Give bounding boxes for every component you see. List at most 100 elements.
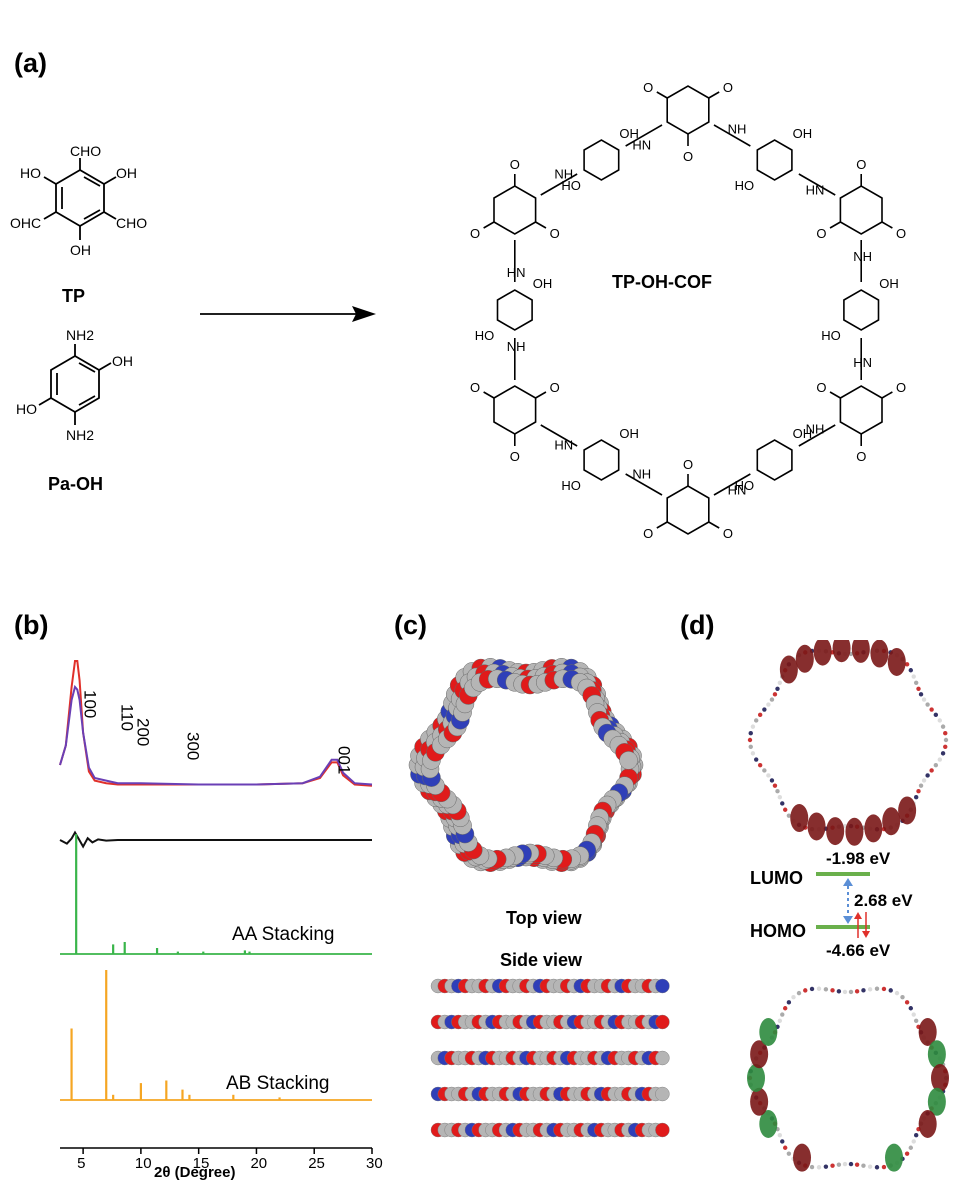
oxygen-atom: O <box>470 380 480 395</box>
orbital-atom <box>888 988 893 993</box>
hydroxyl-group: OH <box>619 126 639 141</box>
side-view-model <box>430 978 670 1138</box>
nh-group: HN <box>728 483 747 498</box>
orbital-atom <box>757 712 763 718</box>
carbonyl-bond <box>535 391 547 399</box>
side-view-atom <box>655 978 670 994</box>
orbital-atom <box>777 795 783 800</box>
orbital-lobe <box>779 655 798 684</box>
orbital-lobe <box>882 807 901 836</box>
orbital-lobe <box>759 1018 778 1046</box>
hydroxyl-group: OH <box>533 276 553 291</box>
orbital-lobe <box>887 647 906 676</box>
orbital-lobe <box>807 812 826 841</box>
orbital-atom <box>937 718 943 723</box>
paoh-group-1: NH2 <box>66 327 94 343</box>
oxygen-atom: O <box>510 449 520 464</box>
hydroxyl-group: HO <box>475 328 495 343</box>
carbonyl-bond <box>829 391 841 399</box>
paoh-name: Pa-OH <box>48 474 103 494</box>
orbital-atom <box>748 744 753 749</box>
orbital-atom <box>929 707 934 712</box>
orbital-atom <box>881 986 887 992</box>
nh-group: NH <box>507 339 526 354</box>
nh-group: NH <box>728 122 747 137</box>
imine-bond <box>540 424 578 447</box>
reaction-arrow <box>200 306 376 322</box>
space-filling-views <box>408 658 670 1138</box>
orbital-atom <box>750 751 756 756</box>
orbital-atom <box>854 1162 860 1167</box>
orbital-atom <box>836 1162 842 1167</box>
homo-value: -4.66 eV <box>826 941 891 960</box>
orbital-atom <box>867 1164 873 1169</box>
diamine-ring <box>843 289 880 331</box>
orbital-atom <box>861 1163 866 1168</box>
orbital-lobe <box>747 1064 765 1092</box>
hydroxyl-group: OH <box>619 426 639 441</box>
xrd-tick-label-4: 25 <box>308 1155 325 1172</box>
core-ring <box>839 185 883 235</box>
core-ring <box>666 85 710 135</box>
xrd-series-1 <box>59 684 373 786</box>
orbital-atom <box>823 1164 829 1169</box>
oxygen-atom: O <box>723 80 733 95</box>
orbital-lobe <box>870 640 889 668</box>
orbital-atom <box>908 1006 914 1011</box>
core-ring <box>666 485 710 535</box>
orbital-lobe <box>918 1110 937 1138</box>
carbonyl-bond <box>483 391 495 399</box>
carbonyl-bond <box>656 91 668 99</box>
top-view-atom <box>619 751 638 770</box>
xrd-peak-label-4: 001 <box>335 746 354 774</box>
orbital-atom <box>911 1139 916 1144</box>
orbital-atom <box>848 989 854 995</box>
orbital-atom <box>921 697 927 702</box>
orbital-atom <box>921 778 927 783</box>
orbital-atom <box>904 1000 910 1005</box>
xrd-aa-label: AA Stacking <box>232 924 334 945</box>
side-view-atom <box>655 1050 670 1066</box>
side-view-atom <box>655 1014 670 1030</box>
orbital-atom <box>772 692 778 697</box>
imine-bond <box>713 473 751 496</box>
xrd-tick-label-1: 10 <box>135 1155 152 1172</box>
oxygen-atom: O <box>816 380 826 395</box>
tp-group-3: OH <box>116 165 137 181</box>
orbital-atom <box>766 773 771 778</box>
orbital-atom <box>772 783 778 788</box>
orbital-lobe <box>927 1087 946 1116</box>
carbonyl-bond <box>656 521 668 529</box>
tp-name: TP <box>62 286 85 306</box>
orbital-lobe <box>813 640 832 666</box>
orbital-atom <box>791 994 796 1000</box>
nh-group: HN <box>806 183 825 198</box>
orbital-atom <box>861 988 866 993</box>
cof-bonds <box>483 85 893 535</box>
paoh-group-2: OH <box>112 353 133 369</box>
hydroxyl-group: HO <box>735 478 755 493</box>
hydroxyl-group: HO <box>735 178 755 193</box>
lumo-label: LUMO <box>750 868 803 888</box>
xrd-x-axis-label: 2θ (Degree) <box>154 1164 235 1181</box>
orbital-atom <box>933 712 939 718</box>
hydroxyl-group: HO <box>821 328 841 343</box>
orbital-atom <box>762 707 767 712</box>
side-view-label: Side view <box>500 950 583 970</box>
orbital-lobe <box>790 804 809 833</box>
orbital-lobe <box>918 1018 937 1046</box>
imine-bond <box>798 424 836 447</box>
hydroxyl-group: HO <box>561 178 581 193</box>
oxygen-atom: O <box>683 457 693 472</box>
orbital-lobe <box>795 644 814 673</box>
nh-group: NH <box>853 249 872 264</box>
orbital-atom <box>775 789 780 794</box>
orbital-atom <box>777 1018 783 1023</box>
orbital-atom <box>777 680 783 685</box>
orbital-atom <box>913 795 919 800</box>
xrd-peak-label-3: 300 <box>183 732 202 760</box>
carbonyl-bond <box>708 521 720 529</box>
orbital-atom <box>809 986 815 992</box>
